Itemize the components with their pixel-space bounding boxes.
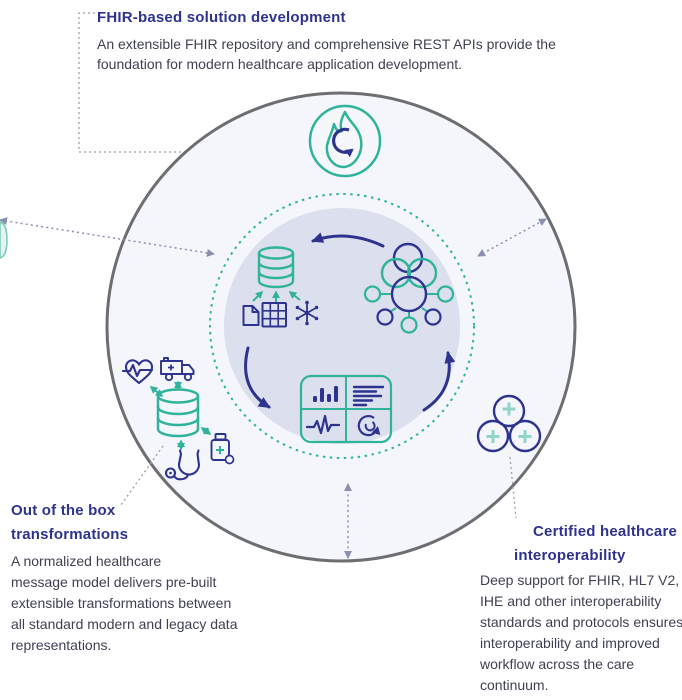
- central-database-icon: [257, 246, 295, 289]
- interoperability-circles-icon: [476, 394, 542, 453]
- bottom-left-callout-connector: [120, 445, 164, 506]
- ingest-arrows: [252, 290, 301, 302]
- medical-cross-glyphs: [486, 402, 532, 443]
- document-icon: [242, 305, 260, 326]
- medication-bottle-icon: [210, 433, 235, 465]
- inner-dotted-circle: [209, 193, 475, 459]
- bottom-right-callout-title-line2: interoperability: [514, 547, 626, 564]
- cycle-arrows: [244, 232, 456, 412]
- left-edge-tab: [0, 221, 8, 259]
- data-table-icon: [261, 302, 287, 328]
- bottom-right-callout-title-line1: Certified healthcare: [533, 523, 678, 540]
- heart-pulse-icon: [121, 359, 154, 385]
- snowflake-connector-icon: [295, 300, 319, 326]
- bottom-right-callout-body: Deep support for FHIR, HL7 V2, IHE and o…: [480, 572, 682, 693]
- outward-dotted-arrows: [0, 217, 547, 559]
- analytics-quadrant-icon: [299, 374, 393, 444]
- ecg-waveform-glyph: [305, 414, 341, 435]
- source-icons: [242, 290, 319, 328]
- text-lines-glyph: [352, 385, 385, 407]
- exchange-arrows: [149, 380, 212, 451]
- healthcare-sources-cluster: [121, 357, 235, 481]
- bottom-left-callout-body: A normalized healthcare message model de…: [11, 553, 238, 653]
- cycle-arrow-right: [422, 351, 456, 412]
- bottom-right-callout-connector: [509, 456, 517, 519]
- ambulance-icon: [160, 357, 195, 382]
- circular-arrow-glyph: [357, 415, 381, 437]
- bar-chart-glyph: [313, 386, 338, 402]
- network-hub-icon: [363, 242, 455, 334]
- bottom-left-callout-title: Out of the box transformations: [11, 502, 129, 543]
- flame-icon: [308, 104, 382, 178]
- top-callout-body: An extensible FHIR repository and compre…: [97, 36, 556, 72]
- top-callout-title: FHIR-based solution development: [97, 9, 346, 26]
- cycle-arrow-top: [311, 232, 385, 248]
- top-callout-connector: [78, 12, 306, 153]
- stethoscope-icon: [164, 449, 201, 481]
- cycle-arrow-left: [244, 346, 271, 409]
